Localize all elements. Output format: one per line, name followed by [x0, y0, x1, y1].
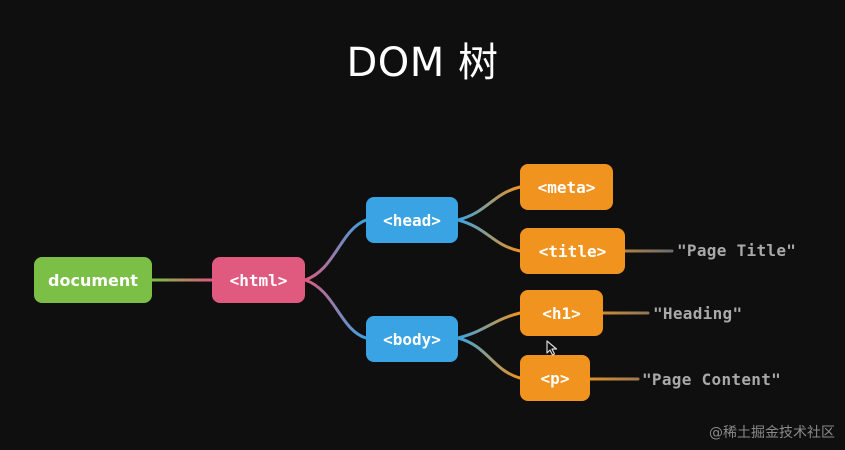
link-head-meta — [456, 185, 522, 222]
link-body-p — [456, 336, 522, 380]
mouse-cursor-icon — [546, 340, 558, 356]
text-node-page-content: "Page Content" — [642, 370, 782, 389]
link-head-title — [456, 218, 522, 253]
link-body-h1 — [456, 311, 522, 340]
link-html-body — [303, 278, 368, 340]
node-document: document — [34, 257, 152, 303]
text-node-page-title: "Page Title" — [677, 241, 797, 260]
text-node-heading: "Heading" — [653, 304, 743, 323]
link-html-head — [303, 218, 368, 282]
node-html: <html> — [212, 257, 305, 303]
node-h1: <h1> — [520, 290, 603, 336]
node-head: <head> — [366, 197, 458, 243]
node-title: <title> — [520, 228, 625, 274]
node-body: <body> — [366, 316, 458, 362]
node-p: <p> — [520, 355, 590, 401]
diagram-title: DOM 树 — [346, 40, 499, 86]
watermark: @稀土掘金技术社区 — [709, 425, 835, 441]
node-meta: <meta> — [520, 164, 613, 210]
